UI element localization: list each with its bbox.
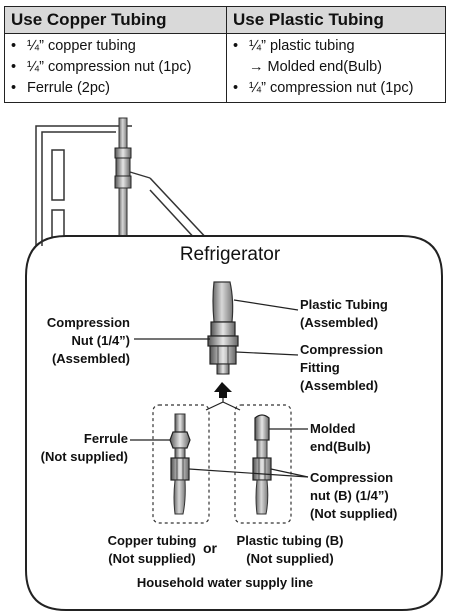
label-compression-fitting: Compression Fitting (Assembled) xyxy=(300,342,384,393)
list-item: •¼” compression nut (1pc) xyxy=(233,80,414,96)
supply-parts-table: Use Copper Tubing Use Plastic Tubing •¼”… xyxy=(4,6,446,103)
assembled-plastic-tubing xyxy=(207,281,239,375)
copper-column: •¼” copper tubing •¼” compression nut (1… xyxy=(5,34,227,102)
list-item: •¼” copper tubing xyxy=(11,38,136,54)
label-copper-tubing: Copper tubing (Not supplied) xyxy=(107,533,197,566)
label-household-water-line: Household water supply line xyxy=(136,575,314,590)
zoom-bubble xyxy=(25,235,443,611)
up-arrow-icon xyxy=(214,382,232,398)
list-item: •Ferrule (2pc) xyxy=(11,80,110,96)
list-item: •→ Molded end(Bulb) xyxy=(249,59,382,75)
diagram-title: Refrigerator xyxy=(179,244,281,265)
leader-lines xyxy=(130,299,309,478)
label-ferrule: Ferrule (Not supplied) xyxy=(40,431,128,464)
list-item: •¼” plastic tubing xyxy=(233,38,355,54)
label-molded-end: Molded end(Bulb) xyxy=(310,421,371,454)
table-header: Use Copper Tubing Use Plastic Tubing xyxy=(5,7,445,34)
label-plastic-tubing-b: Plastic tubing (B) (Not supplied) xyxy=(236,533,344,566)
copper-tubing-option xyxy=(169,413,191,515)
plastic-column: •¼” plastic tubing •→ Molded end(Bulb) •… xyxy=(227,34,445,102)
header-plastic: Use Plastic Tubing xyxy=(233,10,384,29)
list-item: •¼” compression nut (1pc) xyxy=(11,59,192,75)
label-compression-nut-b: Compression nut (B) (1/4”) (Not supplied… xyxy=(310,470,398,521)
header-copper: Use Copper Tubing xyxy=(5,7,227,33)
label-plastic-tubing-assembled: Plastic Tubing (Assembled) xyxy=(300,297,388,330)
fridge-tube xyxy=(114,117,132,241)
label-compression-nut: Compression Nut (1/4”) (Assembled) xyxy=(46,315,130,366)
refrigerator-back xyxy=(35,125,211,262)
label-or: or xyxy=(203,540,217,556)
